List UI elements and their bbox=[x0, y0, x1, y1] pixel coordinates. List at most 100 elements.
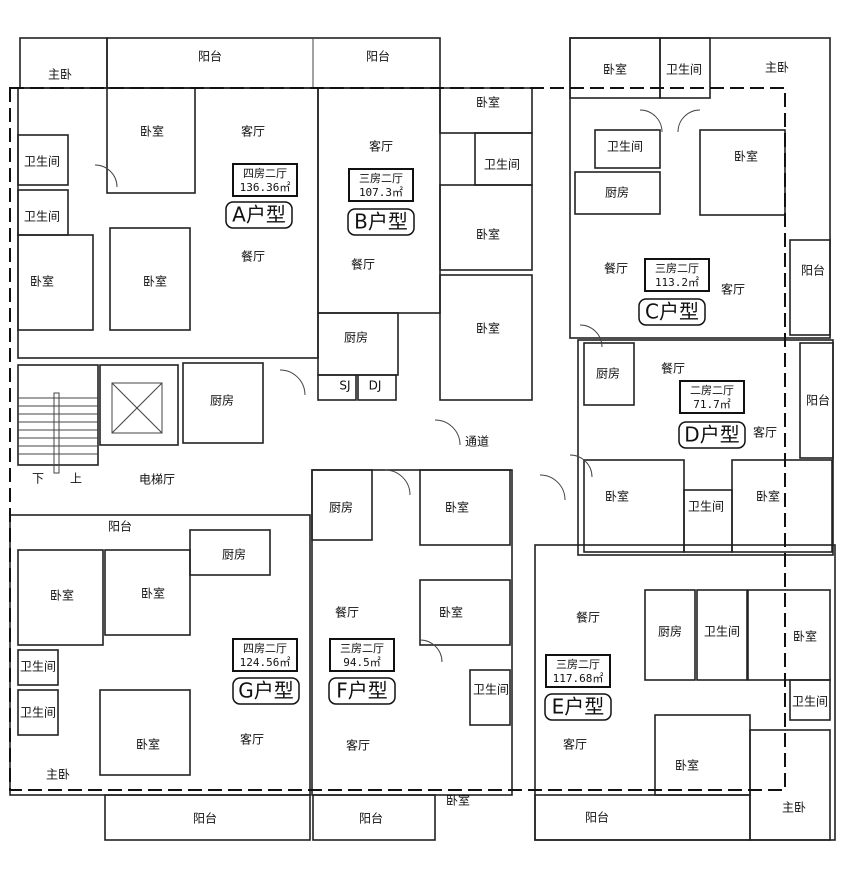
unit-room-type: 四房二厅 bbox=[243, 642, 287, 655]
unit-type-badge bbox=[678, 421, 746, 449]
unit-type-name: A户型 bbox=[232, 203, 286, 227]
room-label: 卧室 bbox=[143, 274, 167, 289]
room-label: 卧室 bbox=[476, 227, 500, 242]
room-label: 阳台 bbox=[806, 393, 830, 408]
unit-info-box bbox=[232, 163, 298, 197]
room-label: 阳台 bbox=[366, 49, 390, 64]
unit-room-type: 三房二厅 bbox=[655, 262, 699, 275]
room-label: 卧室 bbox=[446, 793, 470, 808]
room-label: 卧室 bbox=[439, 605, 463, 620]
unit-room-type: 三房二厅 bbox=[359, 172, 403, 185]
room-label: 阳台 bbox=[193, 811, 217, 826]
room-label: 卫生间 bbox=[792, 695, 828, 709]
unit-area: 71.7㎡ bbox=[693, 398, 731, 411]
room-label: 上 bbox=[70, 472, 82, 486]
room-label: 阳台 bbox=[359, 811, 383, 826]
unit-type-badge bbox=[225, 201, 293, 229]
unit-type-name: C户型 bbox=[645, 300, 699, 324]
room-label: 阳台 bbox=[198, 49, 222, 64]
room-label: 主卧 bbox=[782, 801, 806, 815]
unit-type-badge bbox=[232, 677, 300, 705]
room-label: 电梯厅 bbox=[139, 473, 175, 487]
unit-type-badge bbox=[347, 208, 415, 236]
room-label: 厨房 bbox=[658, 624, 682, 639]
room-label: 卧室 bbox=[30, 274, 54, 289]
building-outline bbox=[9, 87, 786, 791]
room-label: 厨房 bbox=[222, 547, 246, 562]
unit-type-badge bbox=[328, 677, 396, 705]
unit-room-type: 三房二厅 bbox=[340, 642, 384, 655]
room-label: 客厅 bbox=[563, 737, 587, 752]
unit-room-type: 三房二厅 bbox=[556, 658, 600, 671]
room-label: 卫生间 bbox=[607, 140, 643, 154]
room-label: DJ bbox=[369, 379, 382, 393]
unit-area: 124.56㎡ bbox=[240, 656, 291, 669]
room-label: 卫生间 bbox=[704, 625, 740, 639]
unit-type-name: G户型 bbox=[238, 679, 294, 703]
room-label: 卧室 bbox=[136, 737, 160, 752]
unit-area: 117.68㎡ bbox=[553, 672, 604, 685]
room-label: 下 bbox=[32, 472, 44, 486]
unit-type-name: F户型 bbox=[336, 679, 388, 703]
unit-info-box bbox=[679, 380, 745, 414]
room-label: SJ bbox=[339, 379, 350, 393]
room-label: 厨房 bbox=[344, 330, 368, 345]
room-label: 卧室 bbox=[445, 500, 469, 515]
room-label: 餐厅 bbox=[576, 610, 600, 625]
room-label: 餐厅 bbox=[661, 361, 685, 376]
room-label: 主卧 bbox=[765, 61, 789, 75]
room-label: 厨房 bbox=[596, 366, 620, 381]
room-label: 卧室 bbox=[603, 62, 627, 77]
room-label: 卫生间 bbox=[688, 500, 724, 514]
room-label: 卧室 bbox=[756, 489, 780, 504]
room-label: 阳台 bbox=[801, 263, 825, 278]
room-label: 客厅 bbox=[346, 738, 370, 753]
room-label: 客厅 bbox=[241, 124, 265, 139]
room-label: 客厅 bbox=[369, 139, 393, 154]
unit-type-name: E户型 bbox=[552, 695, 605, 719]
room-label: 卧室 bbox=[476, 95, 500, 110]
unit-area: 94.5㎡ bbox=[343, 656, 381, 669]
unit-room-type: 二房二厅 bbox=[690, 384, 734, 397]
room-label: 主卧 bbox=[46, 768, 70, 782]
room-label: 卧室 bbox=[476, 321, 500, 336]
unit-area: 136.36㎡ bbox=[240, 181, 291, 194]
room-label: 卫生间 bbox=[24, 210, 60, 224]
unit-info-box bbox=[232, 638, 298, 672]
room-label: 通道 bbox=[465, 435, 489, 449]
room-label: 卧室 bbox=[605, 489, 629, 504]
room-label: 卧室 bbox=[734, 149, 758, 164]
unit-room-type: 四房二厅 bbox=[243, 167, 287, 180]
room-label: 卧室 bbox=[675, 758, 699, 773]
room-label: 餐厅 bbox=[604, 261, 628, 276]
room-label: 客厅 bbox=[753, 425, 777, 440]
room-label: 卫生间 bbox=[20, 706, 56, 720]
unit-area: 107.3㎡ bbox=[359, 186, 403, 199]
room-label: 客厅 bbox=[240, 732, 264, 747]
room-label: 厨房 bbox=[605, 185, 629, 200]
room-label: 卫生间 bbox=[20, 660, 56, 674]
room-label: 餐厅 bbox=[335, 605, 359, 620]
room-label: 餐厅 bbox=[241, 249, 265, 264]
room-label: 客厅 bbox=[721, 282, 745, 297]
room-label: 卫生间 bbox=[473, 683, 509, 697]
unit-info-box bbox=[644, 258, 710, 292]
room-label: 卧室 bbox=[141, 586, 165, 601]
unit-type-badge bbox=[544, 693, 612, 721]
room-label: 卧室 bbox=[140, 124, 164, 139]
unit-info-box bbox=[545, 654, 611, 688]
room-label: 卫生间 bbox=[484, 158, 520, 172]
room-label: 阳台 bbox=[585, 810, 609, 825]
unit-area: 113.2㎡ bbox=[655, 276, 699, 289]
unit-type-name: D户型 bbox=[684, 423, 739, 447]
unit-type-badge bbox=[638, 298, 706, 326]
room-label: 卧室 bbox=[50, 588, 74, 603]
room-label: 主卧 bbox=[48, 68, 72, 82]
room-label: 卫生间 bbox=[24, 155, 60, 169]
